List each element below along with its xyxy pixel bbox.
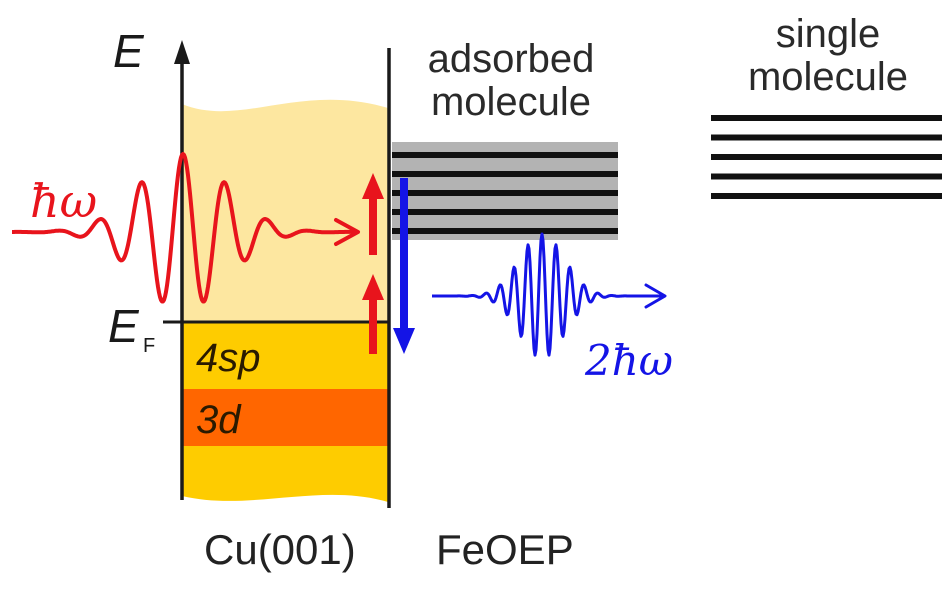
- emitted-wave-arrowhead: [644, 283, 667, 309]
- incident-photon-label: ħω: [30, 174, 98, 228]
- fermi-level-subscript: F: [143, 335, 156, 357]
- single-molecule-levels: [711, 115, 942, 199]
- excitation-arrow-upper-head: [362, 173, 384, 199]
- substrate-label: Cu(001): [204, 526, 356, 573]
- incident-wave-arrowhead: [334, 218, 360, 246]
- emitted-photon-wave: [431, 232, 665, 357]
- fermi-level-label: E: [108, 300, 139, 352]
- single-label-line1: single: [775, 12, 881, 56]
- single-label-line2: molecule: [747, 55, 909, 100]
- d-band: [182, 389, 388, 446]
- adsorbed-molecule-label: adsorbed molecule: [396, 37, 626, 125]
- energy-axis-label: E: [113, 25, 144, 77]
- energy-axis-arrowhead: [174, 40, 190, 64]
- substrate-bands: [182, 99, 388, 503]
- adsorbed-label-line1: adsorbed: [427, 37, 595, 81]
- emitted-photon-label: 2ħω: [585, 336, 674, 385]
- single-molecule-label: single molecule: [713, 12, 943, 100]
- adsorbed-molecule-levels: [392, 152, 618, 234]
- sp-band-label: 4sp: [196, 336, 261, 380]
- emission-arrow-head: [393, 328, 415, 354]
- d-band-label: 3d: [196, 398, 241, 442]
- incident-photon-wave: [11, 152, 359, 304]
- adsorbate-label: FeOEP: [436, 526, 574, 573]
- unoccupied-sp-band: [182, 99, 388, 322]
- adsorbed-label-line2: molecule: [430, 80, 592, 125]
- excitation-arrow-lower-head: [362, 274, 384, 300]
